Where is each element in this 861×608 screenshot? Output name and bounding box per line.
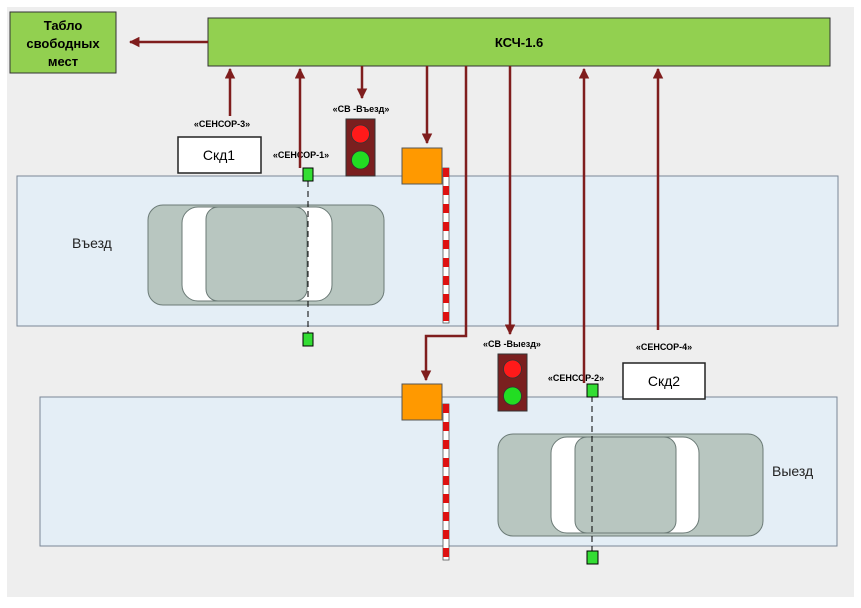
- exit-lane-label: Выезд: [772, 463, 813, 479]
- access-reader-exit-label: Скд2: [648, 373, 680, 389]
- arrow-to-exit-barrier: [420, 66, 468, 382]
- exit-barrier-drive: [401, 383, 443, 421]
- controller-label: КСЧ-1.6: [495, 35, 543, 50]
- entry-barrier-drive: [401, 147, 443, 185]
- traffic-light-entry: [345, 118, 376, 177]
- sensor-3-label: «СЕНСОР-3»: [194, 119, 250, 129]
- sensor-2-bottom: [586, 550, 599, 565]
- entry-lane: [16, 175, 839, 327]
- traffic-light-exit: [497, 353, 528, 412]
- free-places-board: [9, 11, 117, 74]
- board-line-3: мест: [48, 54, 78, 69]
- entry-barrier: [401, 147, 450, 324]
- sensor-1-bottom: [302, 332, 314, 347]
- traffic-light-exit-green: [503, 386, 522, 406]
- board-line-1: Табло: [44, 18, 83, 33]
- traffic-light-exit-label: «СВ -Выезд»: [483, 339, 541, 349]
- traffic-light-entry-green: [351, 150, 370, 170]
- access-reader-entry-label: Скд1: [203, 147, 235, 163]
- sensor-4-label: «СЕНСОР-4»: [636, 342, 692, 352]
- sensor-2-label: «СЕНСОР-2»: [548, 373, 604, 383]
- entry-car-roof: [205, 206, 308, 302]
- traffic-light-entry-label: «СВ -Въезд»: [333, 104, 390, 114]
- traffic-light-exit-red: [503, 359, 522, 379]
- sensor-2-top: [586, 383, 599, 398]
- exit-car-roof: [574, 436, 677, 534]
- sensor-1-top: [302, 167, 314, 182]
- access-reader-entry: [177, 136, 262, 174]
- entry-car: [147, 204, 385, 306]
- entry-lane-label: Въезд: [72, 235, 112, 251]
- access-reader-exit: [622, 362, 706, 400]
- controller-box: [207, 17, 831, 67]
- exit-car: [497, 433, 764, 537]
- board-line-2: свободных: [26, 36, 100, 51]
- traffic-light-entry-red: [351, 124, 370, 144]
- exit-barrier: [401, 383, 450, 561]
